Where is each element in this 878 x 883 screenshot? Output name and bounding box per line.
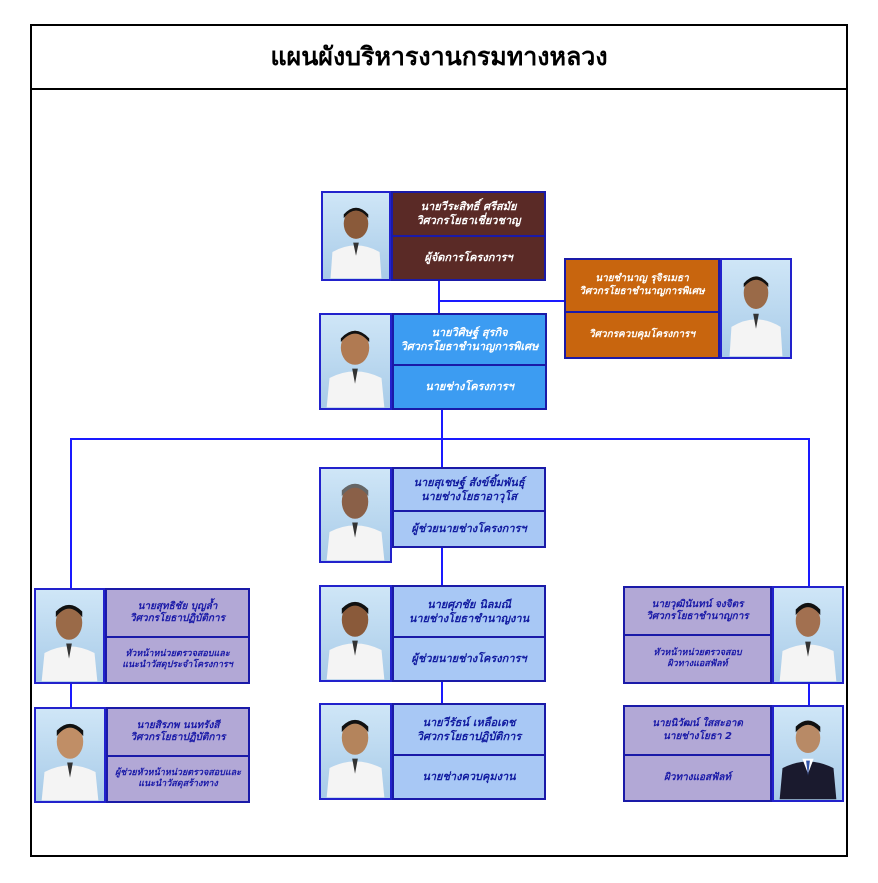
person-name: นายวิศิษฐ์ สุรกิจ — [431, 325, 508, 339]
card-supervisor: นายชำนาญ รุจิรเมธา วิศวกรโยธาชำนาญการพิเ… — [564, 258, 720, 359]
person-name: นายสิรภพ นนทรังสี — [136, 719, 220, 731]
avatar — [772, 586, 844, 684]
card-project-engineer: นายวิศิษฐ์ สุรกิจ วิศวกรโยธาชำนาญการพิเศ… — [392, 313, 547, 410]
chart-frame: แผนผังบริหารงานกรมทางหลวง — [30, 24, 848, 857]
avatar — [772, 705, 844, 802]
connector-line — [70, 684, 72, 707]
person-position: นายช่างโยธา 2 — [663, 730, 732, 742]
connector-line — [70, 438, 810, 440]
person-name: นายสุเชษฐ์ สังข์ขิ้มพันธุ์ — [413, 475, 525, 489]
avatar — [720, 258, 792, 359]
card-assistant-1: นายสุเชษฐ์ สังข์ขิ้มพันธุ์ นายช่างโยธาอา… — [392, 467, 546, 548]
card-control-engineer: นายวีรัธน์ เหลือเดช วิศวกรโยธาปฏิบัติการ… — [392, 703, 546, 800]
chart-title: แผนผังบริหารงานกรมทางหลวง — [32, 26, 846, 90]
avatar — [34, 707, 106, 803]
person-role: แนะนำวัสดุประจำโครงการฯ — [122, 660, 233, 670]
person-name: นายศุภชัย นิลมณี — [427, 597, 511, 611]
card-assistant-2: นายศุภชัย นิลมณี นายช่างโยธาชำนาญงาน ผู้… — [392, 585, 546, 682]
card-left-assist: นายสิรภพ นนทรังสี วิศวกรโยธาปฏิบัติการ ผ… — [106, 707, 250, 803]
person-role: ผู้ช่วยหัวหน้าหน่วยตรวจสอบและ — [114, 767, 241, 778]
avatar — [34, 588, 105, 684]
avatar — [319, 313, 392, 410]
person-position: นายช่างโยธาชำนาญงาน — [408, 611, 530, 625]
avatar — [319, 703, 392, 800]
person-position: วิศวกรโยธาปฏิบัติการ — [130, 613, 225, 624]
person-role: ผิวทางแอสฟัลท์ — [664, 771, 731, 783]
person-name: นายสุทธิชัย บุญล้ำ — [137, 600, 218, 612]
connector-line — [808, 438, 810, 586]
person-position: วิศวกรโยธาเชี่ยวชาญ — [416, 214, 521, 227]
card-right-assist: นายนิวัฒน์ ใสสะอาด นายช่างโยธา 2 ผิวทางแ… — [623, 705, 772, 802]
person-role: วิศวกรควบคุมโครงการฯ — [589, 328, 695, 340]
person-role: หัวหน้าหน่วยตรวจสอบและ — [125, 648, 230, 659]
person-role: หัวหน้าหน่วยตรวจสอบ — [653, 647, 742, 658]
person-role: นายช่างควบคุมงาน — [422, 770, 516, 784]
person-role: ผู้จัดการโครงการฯ — [424, 251, 513, 265]
person-name: นายชำนาญ รุจิรเมธา — [595, 273, 689, 284]
connector-line — [808, 684, 810, 705]
person-role: ผู้ช่วยนายช่างโครงการฯ — [411, 522, 527, 536]
connector-line — [70, 438, 72, 588]
connector-line — [439, 300, 564, 302]
card-right-head: นายวุฒินันทน์ จงจิตร วิศวกรโยธาชำนาญการ … — [623, 586, 772, 684]
person-position: วิศวกรโยธาชำนาญการ — [646, 611, 749, 622]
person-position: นายช่างโยธาอาวุโส — [421, 489, 517, 503]
card-left-head: นายสุทธิชัย บุญล้ำ วิศวกรโยธาปฏิบัติการ … — [105, 588, 250, 684]
avatar — [321, 191, 391, 281]
person-name: นายวีรัธน์ เหลือเดช — [422, 715, 516, 729]
person-role: แนะนำวัสดุสร้างทาง — [138, 779, 218, 789]
person-position: วิศวกรโยธาปฏิบัติการ — [416, 729, 522, 743]
person-role: นายช่างโครงการฯ — [425, 380, 514, 394]
connector-line — [441, 682, 443, 703]
connector-line — [441, 410, 443, 439]
avatar — [319, 585, 392, 682]
person-name: นายนิวัฒน์ ใสสะอาด — [652, 718, 743, 729]
connector-line — [441, 548, 443, 585]
avatar — [319, 467, 392, 563]
person-position: วิศวกรโยธาชำนาญการพิเศษ — [579, 285, 705, 297]
person-role: ผู้ช่วยนายช่างโครงการฯ — [411, 652, 527, 666]
card-director: นายวีระสิทธิ์ ศรีสมัย วิศวกรโยธาเชี่ยวชา… — [391, 191, 546, 281]
person-name: นายวุฒินันทน์ จงจิตร — [651, 598, 744, 610]
person-position: วิศวกรโยธาชำนาญการพิเศษ — [400, 339, 539, 353]
connector-line — [441, 438, 443, 467]
person-name: นายวีระสิทธิ์ ศรีสมัย — [420, 200, 517, 214]
person-position: วิศวกรโยธาปฏิบัติการ — [130, 732, 226, 743]
person-role: ผิวทางแอสฟัลท์ — [667, 659, 728, 669]
connector-line — [438, 281, 440, 314]
